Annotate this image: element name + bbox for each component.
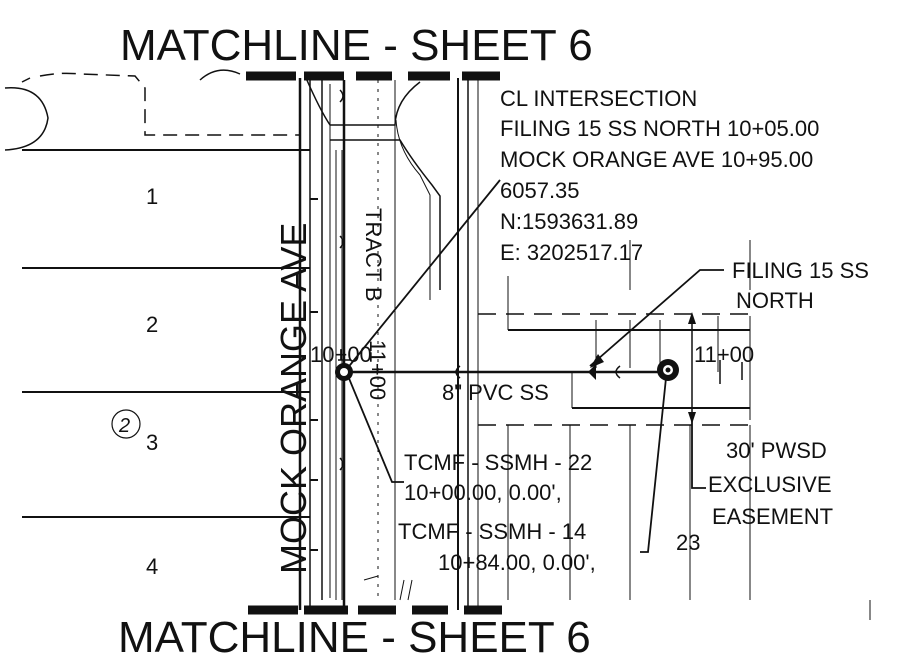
station-ticks	[338, 359, 743, 384]
manhole-22-station: 10+00.00, 0.00',	[404, 480, 562, 505]
tract-label: TRACT B	[361, 208, 386, 302]
lot-1-label: 1	[146, 184, 158, 209]
manhole-22-name: TCMF - SSMH - 22	[404, 450, 592, 475]
sewer-line-name-line-1: FILING 15 SS	[732, 258, 869, 283]
intersection-note-line-1: CL INTERSECTION	[500, 86, 697, 111]
sewer-line-name: FILING 15 SS NORTH	[732, 258, 869, 313]
linework	[4, 69, 871, 620]
matchline-bottom-label: MATCHLINE - SHEET 6	[118, 613, 591, 662]
station-11-vertical-label: 11+00	[365, 340, 390, 400]
block-circle	[111, 409, 141, 439]
lot-23-label: 23	[676, 530, 700, 555]
lot-3-label: 3	[146, 430, 158, 455]
manhole-14-station: 10+84.00, 0.00',	[438, 550, 596, 575]
leader-lines	[345, 179, 724, 553]
manhole-ssmh-22	[335, 363, 353, 381]
sewer-main-vertical	[339, 80, 346, 610]
pipe-label: 8" PVC SS	[442, 380, 549, 405]
lot-4-label: 4	[146, 554, 158, 579]
intersection-note-line-3: MOCK ORANGE AVE 10+95.00	[500, 147, 813, 172]
intersection-note-line-4: 6057.35	[500, 178, 580, 203]
intersection-note-line-5: N:1593631.89	[500, 209, 638, 234]
intersection-note-line-6: E: 3202517.17	[500, 240, 643, 265]
easement-callout: 30' PWSD EXCLUSIVE EASEMENT	[708, 438, 833, 529]
manhole-ssmh-14	[657, 359, 679, 381]
block-number: 2	[118, 415, 130, 437]
intersection-note: CL INTERSECTION FILING 15 SS NORTH 10+05…	[500, 86, 819, 265]
intersection-note-line-2: FILING 15 SS NORTH 10+05.00	[500, 116, 819, 141]
upper-left-parcel	[4, 69, 300, 151]
manhole-22-callout: TCMF - SSMH - 22 10+00.00, 0.00',	[404, 450, 592, 505]
street-name-label: MOCK ORANGE AVE	[273, 223, 314, 574]
station-10-label: 10+00	[310, 342, 372, 367]
sewer-line-name-line-2: NORTH	[736, 288, 814, 313]
easement-lines	[478, 240, 871, 620]
curb-ticks	[310, 198, 318, 551]
easement-line-1: 30' PWSD	[726, 438, 827, 463]
manhole-14-callout: TCMF - SSMH - 14 10+84.00, 0.00',	[398, 519, 596, 575]
station-11-horizontal-label: 11+00	[694, 342, 754, 367]
easement-line-3: EASEMENT	[712, 504, 833, 529]
easement-dimension	[688, 312, 696, 424]
matchline-top-label: MATCHLINE - SHEET 6	[120, 21, 593, 70]
manhole-14-name: TCMF - SSMH - 14	[398, 519, 586, 544]
lot-lines	[22, 149, 310, 518]
easement-line-2: EXCLUSIVE	[708, 472, 832, 497]
lot-2-label: 2	[146, 312, 158, 337]
labels: MATCHLINE - SHEET 6 MATCHLINE - SHEET 6 …	[118, 21, 869, 662]
